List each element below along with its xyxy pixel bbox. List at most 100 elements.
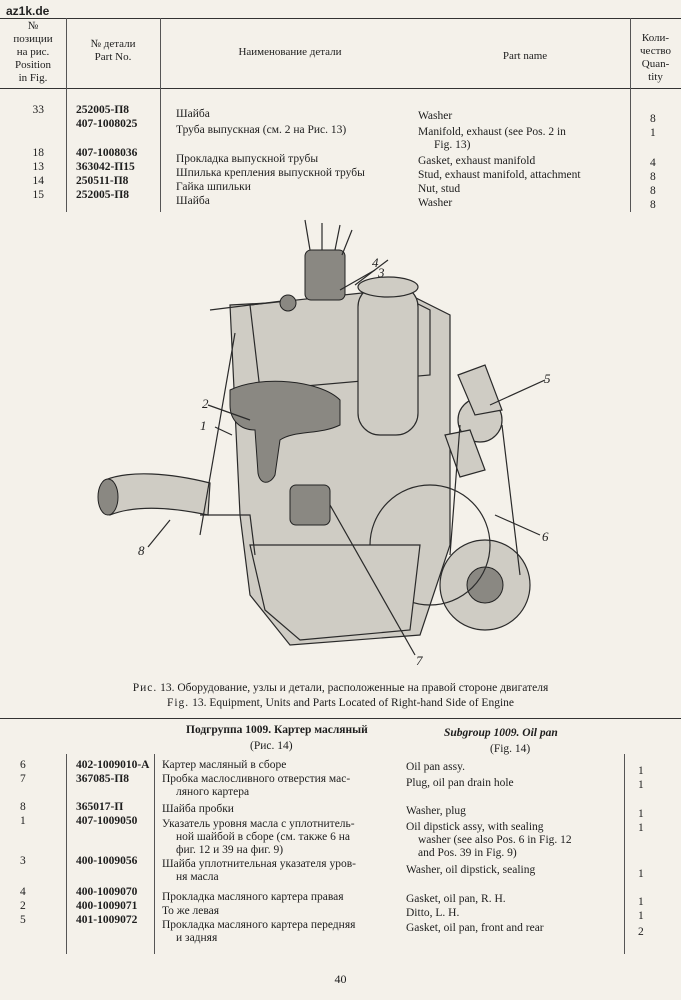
pos-cell: 33 xyxy=(32,104,45,116)
col-divider xyxy=(66,88,67,212)
figure-caption-en: Fig. 13. Equipment, Units and Parts Loca… xyxy=(0,696,681,711)
col-divider xyxy=(66,18,67,88)
header-position-en-line: in Fig. xyxy=(18,72,48,84)
name-en-cell: Washer, plug xyxy=(406,805,466,817)
qty-cell: 1 xyxy=(650,127,656,139)
qty-cell: 1 xyxy=(638,808,644,820)
figure-label-8: 8 xyxy=(138,543,145,558)
name-en-cell: Gasket, exhaust manifold xyxy=(418,155,536,167)
subgroup-top-rule xyxy=(0,718,681,719)
name-ru-cell: Шайба xyxy=(176,195,210,207)
part-no-cell: 363042-П15 xyxy=(76,161,135,173)
name-ru-cell: Прокладка выпускной трубы xyxy=(176,153,319,165)
name-en-cell: Manifold, exhaust (see Pos. 2 in xyxy=(418,126,566,138)
part-no-cell: 407-1009050 xyxy=(76,815,138,827)
name-ru-cell: ня масла xyxy=(176,871,219,883)
pos-cell: 18 xyxy=(32,147,45,159)
name-en-cell: Washer xyxy=(418,110,453,122)
col-divider xyxy=(154,754,155,954)
name-en-cell: Washer xyxy=(418,197,453,209)
figure-label-7: 7 xyxy=(416,653,423,668)
figure-label-6: 6 xyxy=(542,529,549,544)
col-divider xyxy=(160,88,161,212)
name-en-cell: washer (see also Pos. 6 in Fig. 12 xyxy=(418,834,572,846)
name-en-cell: and Pos. 39 in Fig. 9) xyxy=(418,847,517,859)
name-ru-cell: Пробка маслосливного отверстия мас- xyxy=(162,773,351,785)
pos-cell: 15 xyxy=(32,189,45,201)
header-quantity-line: tity xyxy=(648,71,663,83)
name-en-cell: Plug, oil pan drain hole xyxy=(406,777,514,789)
name-en-cell: Oil dipstick assy, with sealing xyxy=(406,821,544,833)
name-ru-cell: Прокладка масляного картера правая xyxy=(162,891,344,903)
header-quantity-line: Quan- xyxy=(641,58,670,70)
part-no-cell: 252005-П8 xyxy=(76,104,130,116)
name-ru-cell: Указатель уровня масла с уплотнитель- xyxy=(162,818,355,830)
name-ru-cell: Прокладка масляного картера передняя xyxy=(162,919,356,931)
pos-cell: 2 xyxy=(20,900,26,912)
col-divider xyxy=(160,18,161,88)
col-divider xyxy=(624,754,625,954)
qty-cell: 1 xyxy=(638,822,644,834)
header-position-ru-line: позиции xyxy=(13,33,53,45)
pos-cell: 8 xyxy=(20,801,26,813)
name-ru-cell: Шайба xyxy=(176,108,210,120)
header-position-en-line: Position xyxy=(14,59,52,71)
header-name-ru: Наименование детали xyxy=(238,46,342,58)
caption-en-text: 13. Equipment, Units and Parts Located o… xyxy=(192,697,515,709)
name-ru-cell: Шайба пробки xyxy=(162,803,234,815)
figure-label-1: 1 xyxy=(200,418,207,433)
subgroup-fig-en: (Fig. 14) xyxy=(490,743,531,755)
part-no-cell: 407-1008036 xyxy=(76,147,138,159)
subgroup-fig-ru: (Рис. 14) xyxy=(250,740,293,752)
subgroup-title-ru: Подгруппа 1009. Картер масляный xyxy=(186,724,368,736)
caption-ru-text: 13. Оборудование, узлы и детали, располо… xyxy=(160,682,549,694)
figure-label-3: 3 xyxy=(377,265,385,280)
col-divider xyxy=(630,18,631,88)
name-en-cell: Fig. 13) xyxy=(434,139,471,151)
pos-cell: 6 xyxy=(20,759,26,771)
name-ru-cell: и задняя xyxy=(176,932,218,944)
part-no-cell: 252005-П8 xyxy=(76,189,130,201)
part-no-cell: 407-1008025 xyxy=(76,118,138,130)
part-no-cell: 401-1009072 xyxy=(76,914,138,926)
name-ru-cell: То же левая xyxy=(162,905,220,917)
figure-label-5: 5 xyxy=(544,371,551,386)
pos-cell: 14 xyxy=(32,175,45,187)
pos-cell: 1 xyxy=(20,815,26,827)
pos-cell: 3 xyxy=(20,855,26,867)
header-part-no-en: Part No. xyxy=(94,51,132,63)
pos-cell: 4 xyxy=(20,886,26,898)
part-no-cell: 250511-П8 xyxy=(76,175,129,187)
qty-cell: 1 xyxy=(638,765,644,777)
name-ru-cell: Труба выпускная (см. 2 на Рис. 13) xyxy=(176,124,347,136)
header-quantity-line: Коли- xyxy=(641,32,670,44)
name-ru-cell: Шайба уплотнительная указателя уров- xyxy=(162,858,356,870)
qty-cell: 8 xyxy=(650,171,656,183)
qty-cell: 8 xyxy=(650,185,656,197)
part-no-cell: 400-1009056 xyxy=(76,855,138,867)
figure-label-2: 2 xyxy=(202,396,209,411)
pos-cell: 7 xyxy=(20,773,26,785)
qty-cell: 1 xyxy=(638,910,644,922)
qty-cell: 4 xyxy=(650,157,656,169)
part-no-cell: 367085-П8 xyxy=(76,773,130,785)
name-en-cell: Nut, stud xyxy=(418,183,461,195)
qty-cell: 8 xyxy=(650,199,656,211)
name-ru-cell: Шпилька крепления выпускной трубы xyxy=(176,167,365,179)
header-position: № позиции на рис. Position in Fig. xyxy=(0,20,66,85)
name-en-cell: Ditto, L. H. xyxy=(406,907,460,919)
qty-cell: 1 xyxy=(638,779,644,791)
subgroup-title-en: Subgroup 1009. Oil pan xyxy=(444,727,558,739)
name-ru-cell: фиг. 12 и 39 на фиг. 9) xyxy=(176,844,284,856)
name-ru-cell: Картер масляный в сборе xyxy=(162,759,287,771)
name-en-cell: Stud, exhaust manifold, attachment xyxy=(418,169,581,181)
name-ru-cell: ляного картера xyxy=(176,786,250,798)
qty-cell: 1 xyxy=(638,896,644,908)
header-position-ru-line: на рис. xyxy=(16,46,50,58)
figure-caption-ru: Рис. 13. Оборудование, узлы и детали, ра… xyxy=(0,681,681,696)
qty-cell: 2 xyxy=(638,926,644,938)
caption-en-prefix: Fig. xyxy=(166,697,190,709)
col-divider xyxy=(66,754,67,954)
caption-ru-prefix: Рис. xyxy=(132,682,158,694)
header-name-en: Part name xyxy=(502,50,548,62)
